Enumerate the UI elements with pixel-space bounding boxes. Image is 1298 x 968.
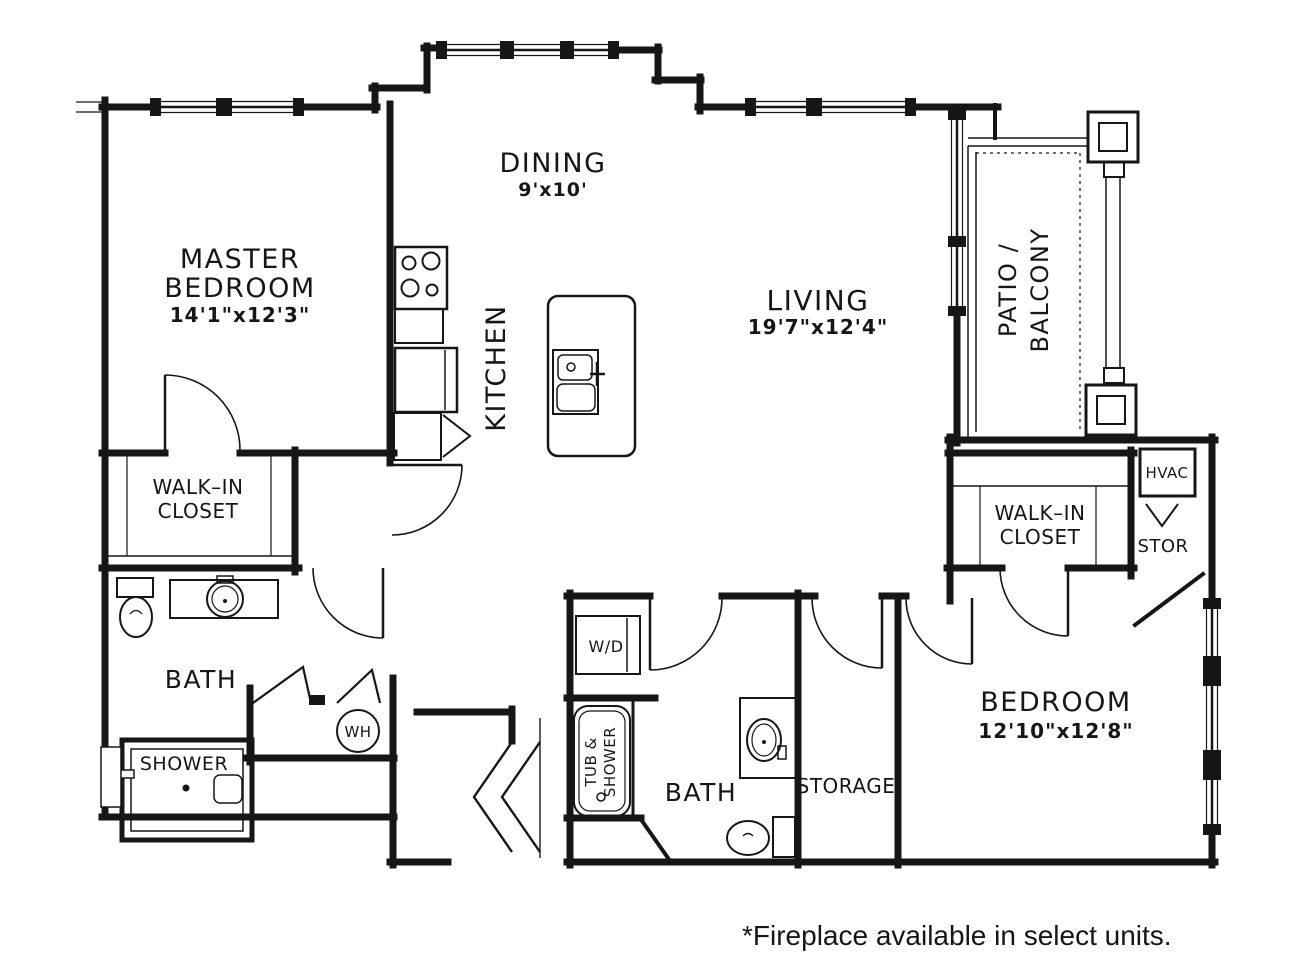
closet-rod-left bbox=[104, 455, 296, 557]
label-wh: WH bbox=[344, 723, 371, 741]
room-label-walkin-right-2: CLOSET bbox=[1000, 525, 1081, 549]
room-label-master-2: BEDROOM bbox=[164, 273, 315, 304]
washer-dryer-icon bbox=[575, 615, 641, 675]
wall-niche bbox=[100, 746, 122, 808]
door-bedroom bbox=[905, 597, 974, 665]
room-label-dining: DINING bbox=[499, 148, 606, 179]
sink-vanity-center-icon bbox=[739, 697, 799, 779]
entry-double-door bbox=[472, 718, 541, 858]
room-dims-dining: 9'x10' bbox=[518, 179, 588, 201]
walls bbox=[76, 42, 1219, 869]
window-living-top bbox=[745, 98, 916, 116]
toilet-left-icon bbox=[116, 577, 154, 638]
room-dims-master: 14'1"x12'3" bbox=[170, 303, 310, 327]
water-heater-icon bbox=[336, 709, 380, 753]
fixtures bbox=[100, 245, 1197, 858]
corner-pantry-icon bbox=[393, 412, 472, 461]
closet-rod-right bbox=[952, 485, 1129, 566]
door-storage bbox=[811, 597, 884, 669]
room-label-master-1: MASTER bbox=[180, 244, 300, 275]
sliding-door-patio bbox=[948, 110, 966, 316]
room-label-walkin-left-1: WALK–IN bbox=[153, 475, 244, 499]
door-kitchen-hall bbox=[391, 463, 463, 536]
room-label-walkin-right-1: WALK–IN bbox=[995, 501, 1086, 525]
room-dims-living: 19'7"x12'4" bbox=[748, 315, 888, 339]
window-bedroom-right bbox=[1203, 598, 1221, 835]
room-label-patio-1: PATIO / bbox=[994, 243, 1022, 337]
footnote: *Fireplace available in select units. bbox=[742, 920, 1172, 951]
hvac-box bbox=[1138, 447, 1197, 498]
room-label-bath-left: BATH bbox=[165, 665, 237, 694]
windows bbox=[150, 41, 1221, 835]
bifold-doors-linen bbox=[252, 665, 382, 705]
door-bath-left bbox=[312, 567, 385, 639]
window-dining-top bbox=[436, 41, 619, 59]
room-label-bath-center: BATH bbox=[665, 778, 737, 807]
stor-closet-door bbox=[1145, 503, 1179, 528]
label-hvac: HVAC bbox=[1145, 464, 1188, 482]
shower-icon bbox=[119, 737, 255, 843]
room-label-storage: STORAGE bbox=[797, 774, 896, 798]
doors bbox=[163, 374, 1179, 858]
door-walkin-right bbox=[999, 567, 1070, 637]
room-label-bedroom: BEDROOM bbox=[980, 687, 1131, 718]
label-wd: W/D bbox=[588, 637, 623, 656]
bathtub-icon bbox=[573, 705, 631, 817]
door-bath-center bbox=[648, 597, 723, 671]
toilet-center-icon bbox=[726, 816, 796, 858]
room-label-patio-2: BALCONY bbox=[1026, 227, 1054, 352]
label-tub-1: TUB & bbox=[582, 737, 600, 787]
patio-structure bbox=[967, 110, 1140, 437]
kitchen-island-icon bbox=[546, 294, 637, 458]
sink-vanity-left-icon bbox=[169, 575, 279, 619]
stove-icon bbox=[393, 245, 449, 344]
window-master-top bbox=[150, 98, 304, 116]
labels: MASTER BEDROOM 14'1"x12'3" DINING 9'x10'… bbox=[140, 148, 1188, 951]
refrigerator-icon bbox=[393, 346, 459, 414]
label-shower: SHOWER bbox=[140, 753, 228, 775]
label-stor: STOR bbox=[1137, 536, 1188, 557]
room-dims-bedroom: 12'10"x12'8" bbox=[978, 719, 1133, 743]
label-tub-2: SHOWER bbox=[601, 727, 619, 797]
door-master-closet bbox=[163, 374, 241, 451]
room-label-living: LIVING bbox=[767, 284, 870, 317]
room-label-kitchen: KITCHEN bbox=[481, 304, 512, 432]
room-label-walkin-left-2: CLOSET bbox=[158, 499, 239, 523]
